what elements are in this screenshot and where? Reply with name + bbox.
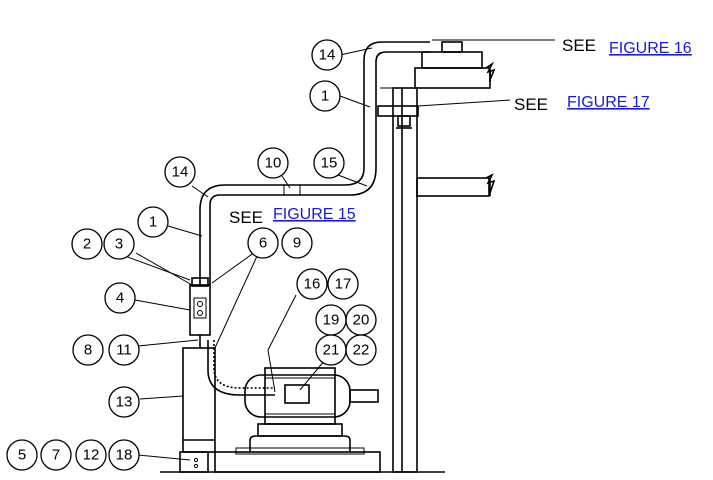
callout-15: 15 <box>313 147 345 179</box>
callout-7: 7 <box>40 439 72 471</box>
reference-figure-16: SEE FIGURE 16 <box>562 36 692 57</box>
svg-text:20: 20 <box>353 312 370 329</box>
leader-lines <box>124 39 555 461</box>
motor <box>235 367 379 455</box>
callout-11: 11 <box>108 334 140 366</box>
svg-text:4: 4 <box>116 290 124 307</box>
callout-10: 10 <box>257 147 289 179</box>
svg-text:2: 2 <box>83 236 91 253</box>
reference-figure-17: SEE FIGURE 17 <box>514 94 650 114</box>
callout-8: 8 <box>72 334 104 366</box>
figure-17-link[interactable]: FIGURE 17 <box>567 94 650 111</box>
svg-text:19: 19 <box>323 312 340 329</box>
svg-text:9: 9 <box>293 235 301 252</box>
svg-text:22: 22 <box>353 342 370 359</box>
callout-17: 17 <box>327 268 359 300</box>
see-label: SEE <box>562 36 596 55</box>
callout-5: 5 <box>6 439 38 471</box>
svg-text:13: 13 <box>116 394 133 411</box>
support-column <box>380 87 430 473</box>
upper-bracket <box>414 41 496 89</box>
callout-18: 18 <box>108 439 140 471</box>
svg-text:5: 5 <box>18 447 26 464</box>
callout-13: 13 <box>108 386 140 418</box>
callout-9: 9 <box>281 227 313 259</box>
see-label: SEE <box>514 95 548 114</box>
callout-19: 19 <box>315 304 347 336</box>
figure-16-link[interactable]: FIGURE 16 <box>609 40 692 57</box>
svg-text:17: 17 <box>335 276 352 293</box>
see-label: SEE <box>229 208 263 227</box>
svg-text:1: 1 <box>149 214 157 231</box>
svg-text:8: 8 <box>84 342 92 359</box>
svg-text:18: 18 <box>116 447 133 464</box>
callout-14-left: 14 <box>164 156 196 188</box>
svg-text:6: 6 <box>259 235 267 252</box>
svg-text:11: 11 <box>116 342 132 359</box>
callout-1-left: 1 <box>137 206 169 238</box>
column-clamp <box>377 105 419 129</box>
svg-text:3: 3 <box>115 236 123 253</box>
svg-text:10: 10 <box>265 155 282 172</box>
conduit-pipe-run <box>199 41 430 285</box>
callout-22: 22 <box>345 334 377 366</box>
callout-21: 21 <box>315 334 347 366</box>
control-box <box>189 277 211 348</box>
callout-20: 20 <box>345 304 377 336</box>
svg-text:7: 7 <box>52 447 60 464</box>
svg-text:12: 12 <box>83 447 100 464</box>
callout-6: 6 <box>247 227 279 259</box>
figure-15-link[interactable]: FIGURE 15 <box>273 206 356 223</box>
callout-14-top: 14 <box>311 39 343 71</box>
callout-4: 4 <box>104 282 136 314</box>
reference-figure-15: SEE FIGURE 15 <box>229 206 356 227</box>
stand-pipe <box>179 347 216 473</box>
callout-3: 3 <box>103 228 135 260</box>
callout-16: 16 <box>296 268 328 300</box>
svg-text:14: 14 <box>319 47 336 64</box>
flexible-cable <box>207 340 275 396</box>
callout-1-top: 1 <box>309 80 341 112</box>
svg-text:16: 16 <box>304 276 321 293</box>
callout-12: 12 <box>75 439 107 471</box>
svg-text:21: 21 <box>323 342 340 359</box>
callout-2: 2 <box>71 228 103 260</box>
svg-text:15: 15 <box>321 155 338 172</box>
middle-bracket <box>416 173 496 197</box>
svg-text:1: 1 <box>321 88 329 105</box>
svg-text:14: 14 <box>172 164 189 181</box>
